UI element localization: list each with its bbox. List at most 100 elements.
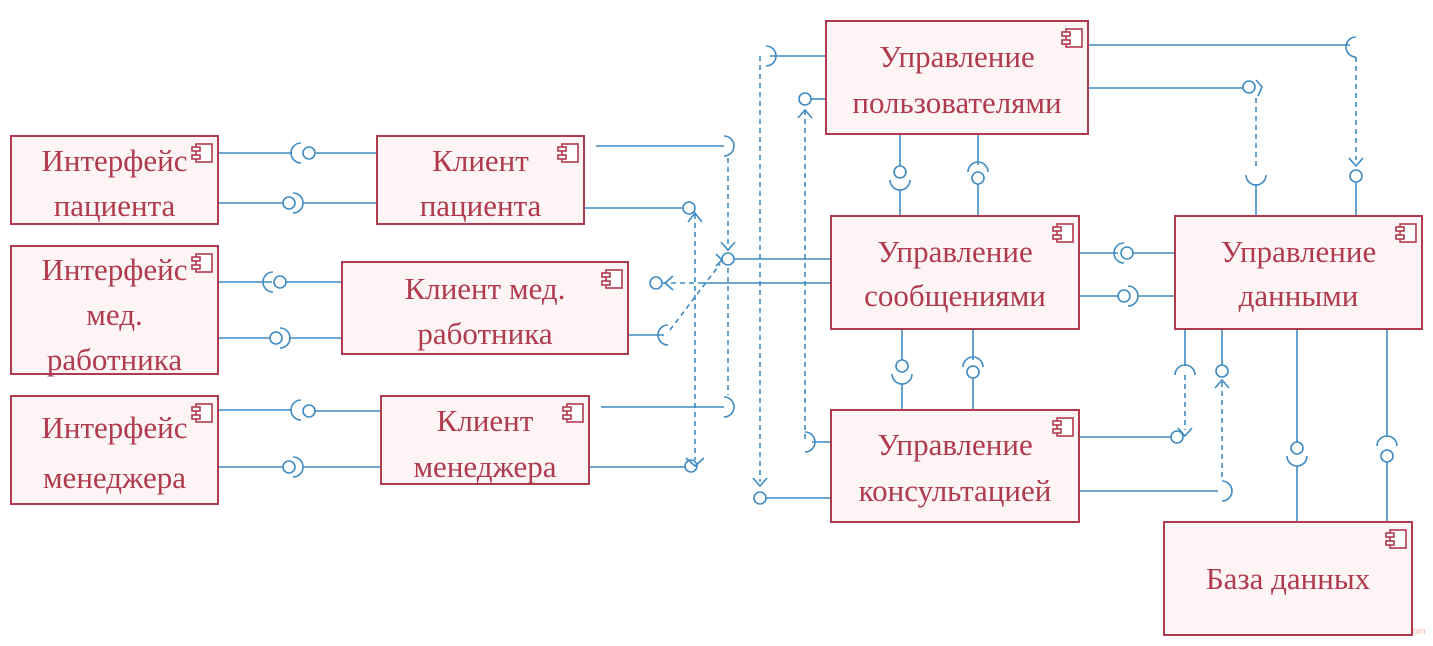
component-box xyxy=(1174,215,1423,330)
component-box xyxy=(830,409,1080,523)
socket-data-top-left xyxy=(1245,174,1267,186)
component-messages-mgmt[interactable]: Управление сообщениями xyxy=(830,215,1080,330)
arrow-bus-1-up xyxy=(687,211,703,223)
socket-users-messages-1 xyxy=(889,179,911,191)
uml-component-icon xyxy=(191,253,213,273)
ball-users-right-mid xyxy=(1242,80,1256,94)
arrow-hub xyxy=(715,253,724,267)
component-database[interactable]: База данных xyxy=(1163,521,1413,636)
ball-users-messages-1 xyxy=(893,165,907,179)
ball-medic-1 xyxy=(273,275,287,289)
component-label-line: Интерфейс xyxy=(42,410,188,445)
component-box xyxy=(830,215,1080,330)
component-label-line: Интерфейс xyxy=(42,143,188,178)
socket-consult-data-1 xyxy=(1174,364,1196,376)
component-label-line: Клиент xyxy=(437,403,534,438)
component-box xyxy=(341,261,629,355)
socket-users-messages-2 xyxy=(967,161,989,173)
component-medic-client[interactable]: Клиент мед.работника xyxy=(341,261,629,355)
socket-msg-consult-2 xyxy=(962,356,984,368)
ball-data-top-right xyxy=(1349,169,1363,183)
component-manager-client[interactable]: Клиент менеджера xyxy=(380,395,590,485)
socket-medic-1 xyxy=(262,271,274,293)
uml-component-icon xyxy=(1395,223,1417,243)
component-patient-ui[interactable]: Интерфейс пациента xyxy=(10,135,219,225)
ball-manager-out-2 xyxy=(684,459,698,473)
ball-msg-consult-2 xyxy=(966,365,980,379)
ball-hub xyxy=(721,252,735,266)
component-patient-client[interactable]: Клиент пациента xyxy=(376,135,585,225)
arrow-bus-1-down xyxy=(685,457,705,468)
ball-msg-data-1 xyxy=(1120,246,1134,260)
ball-manager-1 xyxy=(302,404,316,418)
corner-mark: om xyxy=(1413,626,1426,636)
component-label-line: данными xyxy=(1239,278,1359,313)
ball-users-messages-2 xyxy=(971,171,985,185)
arrow-inner-loop xyxy=(797,108,813,119)
arrow-bus-2 xyxy=(720,241,736,252)
component-manager-ui[interactable]: Интерфейс менеджера xyxy=(10,395,219,505)
component-label-line: консультацией xyxy=(859,473,1052,508)
socket-data-db-1 xyxy=(1286,455,1308,467)
arrow-medic-out-1 xyxy=(663,275,674,291)
component-box xyxy=(1163,521,1413,636)
component-label-line: База данных xyxy=(1206,561,1371,596)
arrow-consult-data-1 xyxy=(1177,427,1193,438)
component-box xyxy=(10,245,219,375)
socket-data-db-2 xyxy=(1376,435,1398,447)
arrow-right-top xyxy=(1348,157,1364,168)
uml-component-icon xyxy=(601,269,623,289)
component-label-line: пациента xyxy=(54,188,176,223)
component-box xyxy=(10,395,219,505)
component-label-line: Клиент xyxy=(432,143,529,178)
wire-medic-client-2 xyxy=(290,337,343,352)
ball-medic-2 xyxy=(269,331,283,345)
component-label-line: мед. xyxy=(86,297,143,332)
uml-component-icon xyxy=(562,403,584,423)
ball-patient-1 xyxy=(302,146,316,160)
ball-manager-2 xyxy=(282,460,296,474)
uml-component-icon xyxy=(1385,529,1407,549)
ball-msg-consult-1 xyxy=(895,359,909,373)
uml-component-icon xyxy=(191,403,213,423)
component-box xyxy=(380,395,590,485)
component-label-line: менеджера xyxy=(43,460,186,495)
ball-consult-left xyxy=(753,491,767,505)
ball-data-db-1 xyxy=(1290,441,1304,455)
ball-data-db-2 xyxy=(1380,449,1394,463)
uml-component-icon xyxy=(1052,223,1074,243)
components: ИнтерфейспациентаИнтерфейсмед.работникаИ… xyxy=(10,20,1423,636)
ball-data-down-2 xyxy=(1215,364,1229,378)
socket-manager-1 xyxy=(290,399,302,421)
component-label-line: пациента xyxy=(420,188,542,223)
component-label-line: работника xyxy=(47,342,182,377)
ball-msg-data-2 xyxy=(1117,289,1131,303)
uml-component-icon xyxy=(1052,417,1074,437)
socket-medic-out-2 xyxy=(657,324,669,346)
socket-patient-out-1 xyxy=(723,135,735,157)
connectors xyxy=(218,36,1398,522)
socket-users-left-top xyxy=(765,45,777,67)
socket-manager-out-1 xyxy=(723,396,735,418)
component-label-line: Управление xyxy=(1221,234,1376,269)
component-box xyxy=(10,135,219,225)
component-label-line: менеджера xyxy=(413,449,556,484)
socket-consult-data-2 xyxy=(1221,480,1233,502)
uml-component-icon xyxy=(191,143,213,163)
arrow-consult-data-2 xyxy=(1214,378,1230,389)
socket-users-right-top xyxy=(1345,36,1357,58)
component-label-line: Клиент мед. xyxy=(405,271,566,306)
arrow-left-loop xyxy=(752,477,768,488)
socket-msg-data-1 xyxy=(1113,242,1125,264)
component-consult-mgmt[interactable]: Управление консультацией xyxy=(830,409,1080,523)
socket-msg-consult-1 xyxy=(891,373,913,385)
component-label-line: сообщениями xyxy=(864,278,1046,313)
dash-medic-diag xyxy=(669,263,721,331)
component-data-mgmt[interactable]: Управление данными xyxy=(1174,215,1423,330)
uml-component-icon xyxy=(1061,28,1083,48)
component-label-line: Управление xyxy=(877,427,1032,462)
component-label-line: Управление xyxy=(877,234,1032,269)
